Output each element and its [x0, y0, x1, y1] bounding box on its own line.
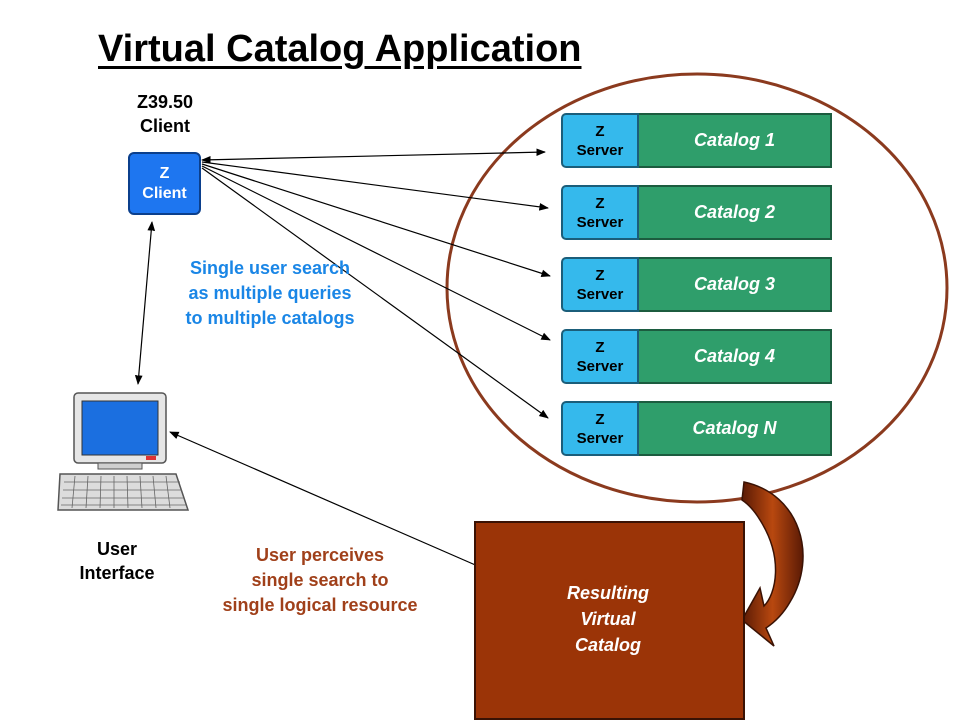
zserver-z: Z — [595, 122, 605, 140]
perception-note-line3: single logical resource — [222, 595, 418, 615]
diagram-title: Virtual Catalog Application — [98, 28, 582, 70]
zserver-box: Z Server — [561, 401, 639, 456]
ui-result-arrow — [169, 431, 497, 575]
result-box — [474, 521, 745, 720]
zserver-label: Server — [576, 357, 624, 375]
zserver-box: Z Server — [561, 185, 639, 240]
zserver-z: Z — [595, 410, 605, 428]
server-row: Z Server Catalog 4 — [561, 329, 832, 384]
zserver-label: Server — [576, 429, 624, 447]
query-note-line3: to multiple catalogs — [185, 308, 355, 328]
client-ui-arrow — [134, 221, 156, 385]
catalog-box: Catalog 1 — [639, 113, 832, 168]
result-label: Resulting Virtual Catalog — [548, 580, 668, 658]
zserver-label: Server — [576, 213, 624, 231]
result-label-line3: Catalog — [574, 635, 641, 655]
query-arrows — [201, 148, 551, 419]
zclient-box-line2: Client — [142, 184, 187, 202]
catalog-box: Catalog 3 — [639, 257, 832, 312]
catalog-box: Catalog N — [639, 401, 832, 456]
catalog-box: Catalog 4 — [639, 329, 832, 384]
query-note: Single user search as multiple queries t… — [160, 256, 380, 331]
user-interface-caption-line2: Interface — [79, 563, 155, 583]
result-curved-arrow — [741, 481, 804, 647]
result-label-line2: Virtual — [580, 609, 636, 629]
zserver-box: Z Server — [561, 113, 639, 168]
zclient-box: Z Client — [128, 152, 201, 215]
zserver-box: Z Server — [561, 329, 639, 384]
zclient-box-line1: Z — [159, 164, 170, 182]
query-note-line2: as multiple queries — [188, 283, 352, 303]
user-interface-caption-line1: User — [96, 539, 138, 559]
query-arrow-1 — [201, 148, 546, 164]
zserver-box: Z Server — [561, 257, 639, 312]
zclient-caption-line1: Z39.50 — [136, 92, 194, 112]
server-row: Z Server Catalog 1 — [561, 113, 832, 168]
query-arrow-3 — [201, 163, 551, 278]
zserver-z: Z — [595, 266, 605, 284]
server-row: Z Server Catalog 3 — [561, 257, 832, 312]
zclient-caption-line2: Client — [139, 116, 190, 136]
zserver-z: Z — [595, 194, 605, 212]
query-arrow-5 — [201, 167, 549, 419]
query-arrow-2 — [201, 161, 549, 211]
server-row: Z Server Catalog N — [561, 401, 832, 456]
query-arrow-4 — [201, 165, 551, 341]
zserver-label: Server — [576, 285, 624, 303]
perception-note: User perceives single search to single l… — [190, 543, 450, 618]
query-note-line1: Single user search — [189, 258, 351, 278]
server-row: Z Server Catalog 2 — [561, 185, 832, 240]
result-label-line1: Resulting — [566, 583, 649, 603]
user-interface-caption: User Interface — [62, 537, 172, 585]
perception-note-line1: User perceives — [255, 545, 385, 565]
zserver-z: Z — [595, 338, 605, 356]
catalog-box: Catalog 2 — [639, 185, 832, 240]
perception-note-line2: single search to — [251, 570, 389, 590]
zclient-caption: Z39.50 Client — [110, 90, 220, 138]
computer-icon — [57, 392, 190, 511]
zserver-label: Server — [576, 141, 624, 159]
